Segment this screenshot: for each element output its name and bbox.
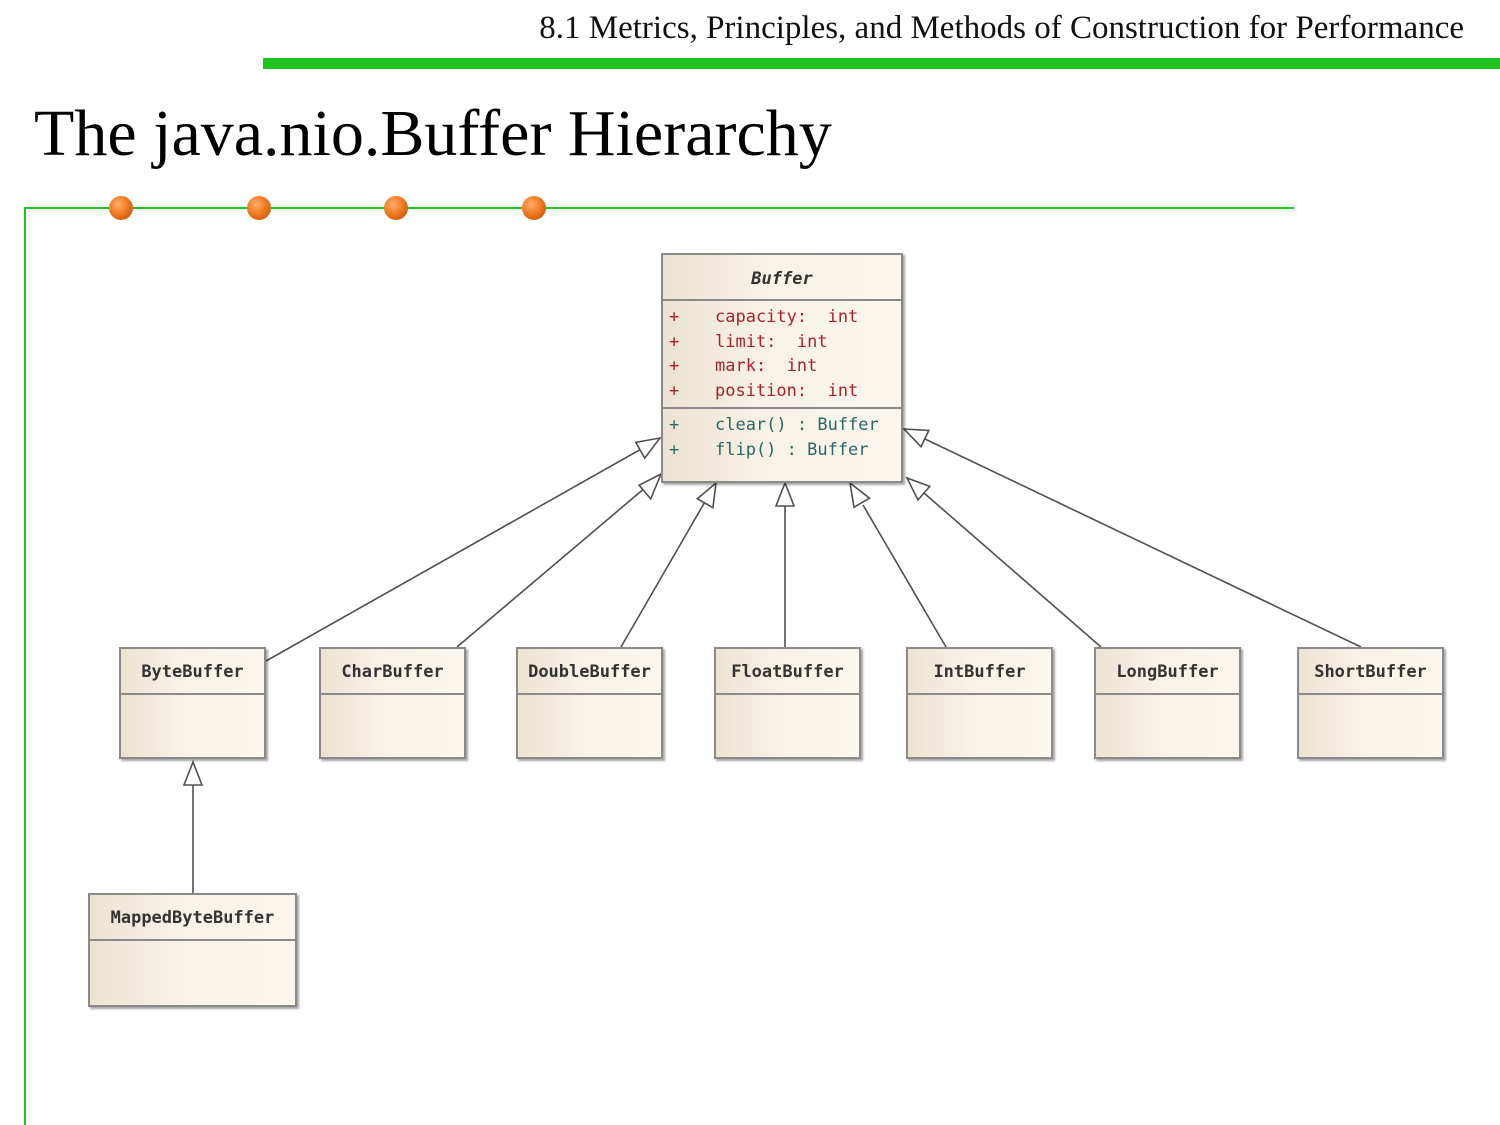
- operation-row: +clear() : Buffer: [669, 415, 879, 435]
- uml-class-shortbuffer: ShortBuffer: [1297, 647, 1444, 759]
- uml-class-buffer: Buffer +capacity: int +limit: int +mark:…: [661, 253, 903, 483]
- generalization-arrowhead-icon: [774, 480, 796, 507]
- bullet-dot-icon: [384, 196, 408, 220]
- generalization-arrowhead-icon: [695, 481, 718, 509]
- attributes-compartment: +capacity: int +limit: int +mark: int +p…: [663, 301, 901, 409]
- uml-class-charbuffer: CharBuffer: [319, 647, 466, 759]
- class-name: DoubleBuffer: [518, 649, 661, 695]
- generalization-line-shortbuffer: [924, 438, 1362, 648]
- uml-class-intbuffer: IntBuffer: [906, 647, 1053, 759]
- class-name: LongBuffer: [1096, 649, 1239, 695]
- operation-row: +flip() : Buffer: [669, 439, 869, 460]
- frame-left-line: [24, 207, 26, 1125]
- generalization-arrowhead-icon: [902, 428, 931, 449]
- uml-class-floatbuffer: FloatBuffer: [714, 647, 861, 759]
- generalization-line-longbuffer: [923, 492, 1102, 648]
- uml-class-bytebuffer: ByteBuffer: [119, 647, 266, 759]
- class-name: MappedByteBuffer: [90, 895, 295, 941]
- attribute-row: +position: int: [669, 380, 859, 401]
- attribute-row: +limit: int: [669, 331, 828, 352]
- class-name: ByteBuffer: [121, 649, 264, 695]
- uml-class-mappedbytebuffer: MappedByteBuffer: [88, 893, 297, 1007]
- generalization-line-charbuffer: [456, 486, 647, 648]
- bullet-dot-icon: [522, 196, 546, 220]
- frame-top-line: [24, 207, 1294, 209]
- attribute-row: +mark: int: [669, 356, 818, 376]
- generalization-line-bytebuffer: [265, 447, 644, 662]
- header-title: 8.1 Metrics, Principles, and Methods of …: [539, 10, 1464, 46]
- operations-compartment: +clear() : Buffer +flip() : Buffer: [663, 409, 901, 466]
- generalization-arrowhead-icon: [637, 472, 663, 501]
- class-name: FloatBuffer: [716, 649, 859, 695]
- generalization-line-intbuffer: [862, 504, 947, 648]
- class-name: CharBuffer: [321, 649, 464, 695]
- uml-class-doublebuffer: DoubleBuffer: [516, 647, 663, 759]
- uml-class-longbuffer: LongBuffer: [1094, 647, 1241, 759]
- header-rule: [263, 58, 1500, 69]
- generalization-line-doublebuffer: [620, 499, 707, 648]
- generalization-arrowhead-icon: [634, 436, 662, 460]
- generalization-arrowhead-icon: [848, 481, 871, 509]
- attribute-row: +capacity: int: [669, 307, 859, 327]
- class-name-buffer: Buffer: [663, 255, 901, 301]
- bullet-dot-icon: [109, 196, 133, 220]
- generalization-arrowhead-icon: [905, 476, 932, 502]
- class-name: ShortBuffer: [1299, 649, 1442, 695]
- class-name: IntBuffer: [908, 649, 1051, 695]
- generalization-arrowhead-icon: [182, 759, 204, 786]
- slide-title: The java.nio.Buffer Hierarchy: [34, 97, 832, 170]
- bullet-dot-icon: [247, 196, 271, 220]
